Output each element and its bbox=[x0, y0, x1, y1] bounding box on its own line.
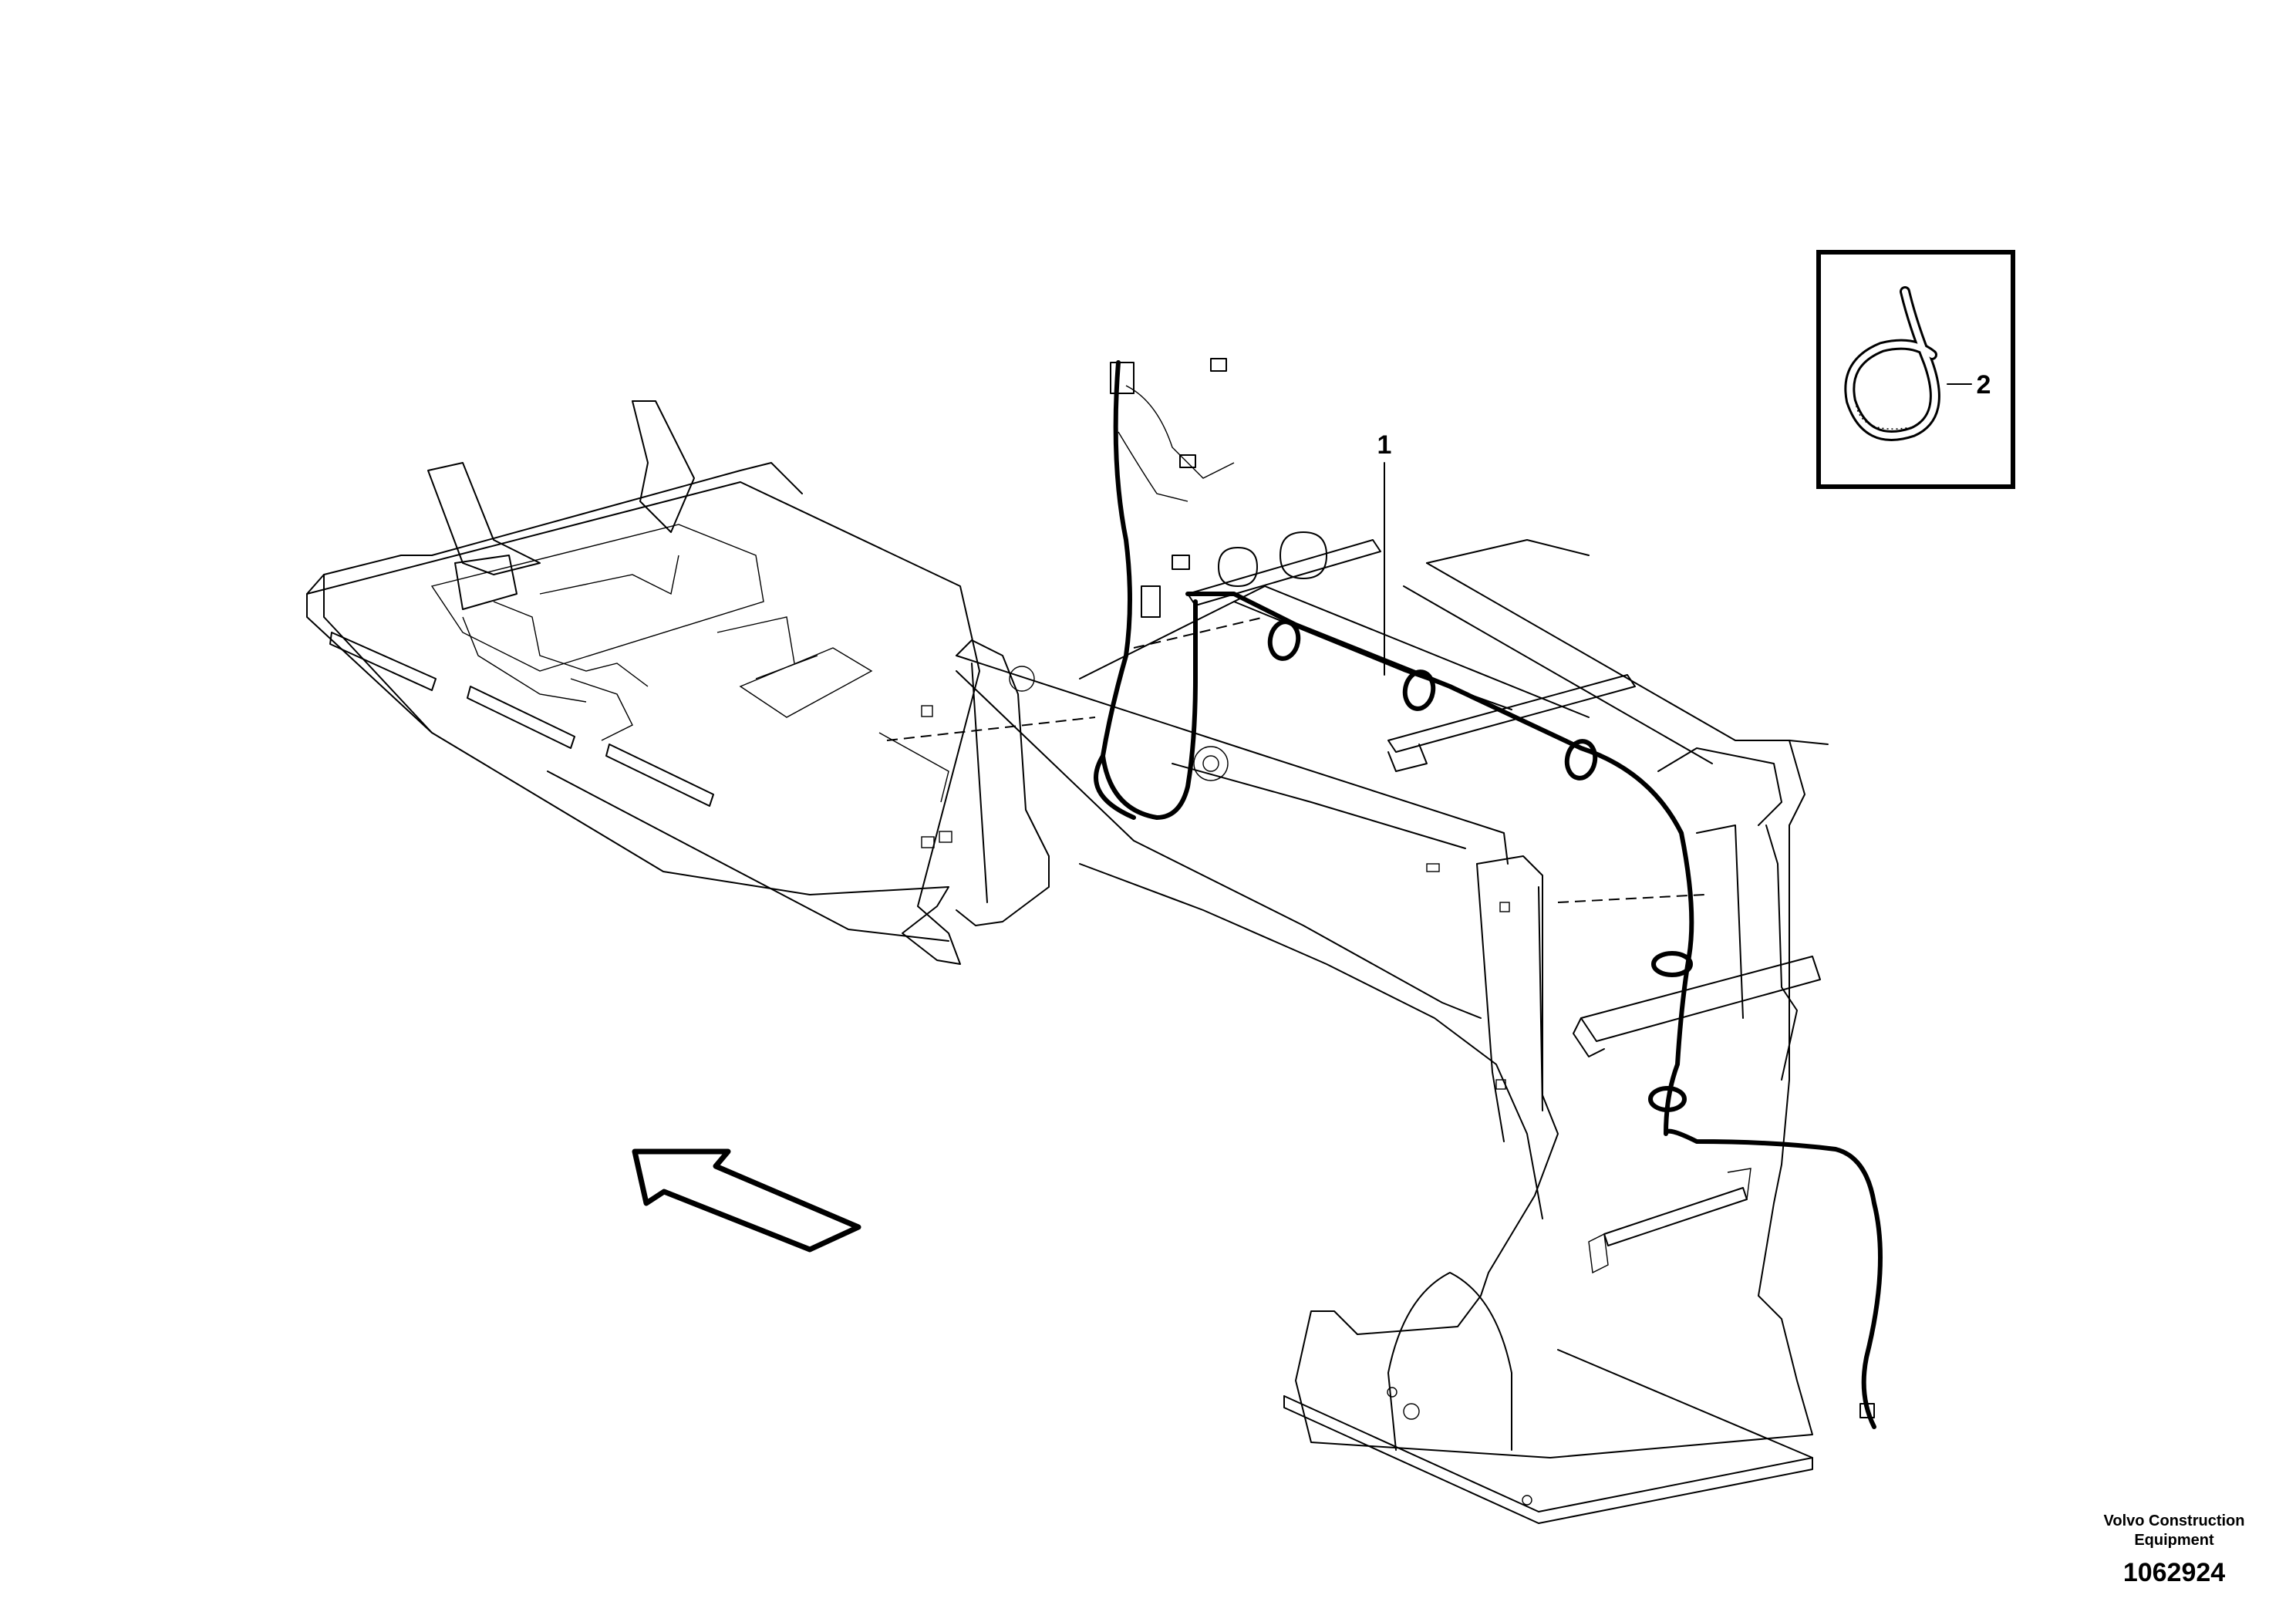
deck-slot bbox=[467, 686, 575, 749]
connector bbox=[1210, 358, 1227, 372]
cable-tie-loop bbox=[1564, 739, 1598, 781]
deck-slot bbox=[329, 632, 437, 691]
footer-block: Volvo Construction Equipment 1062924 bbox=[2104, 1512, 2245, 1587]
machine-frame bbox=[306, 400, 1829, 1524]
pedal bbox=[632, 400, 695, 533]
wiring-harness bbox=[1094, 358, 1883, 1429]
brand-line-1: Volvo Construction bbox=[2104, 1512, 2245, 1529]
callout-label-2: 2 bbox=[1977, 370, 1991, 400]
detail-inset-box: 2 bbox=[1816, 250, 2015, 489]
document-number: 1062924 bbox=[2123, 1558, 2225, 1587]
rail bbox=[1187, 539, 1381, 606]
pedal bbox=[427, 462, 541, 575]
connector bbox=[1172, 555, 1190, 570]
brand-line-2: Equipment bbox=[2134, 1532, 2214, 1549]
connector bbox=[1859, 1403, 1875, 1418]
rail bbox=[1387, 674, 1636, 753]
deck-slot bbox=[605, 744, 714, 807]
cable-tie-loop bbox=[1651, 951, 1693, 977]
callout-label-1: 1 bbox=[1377, 430, 1392, 460]
connector bbox=[1141, 585, 1161, 618]
forward-direction-arrow-icon bbox=[632, 1148, 861, 1253]
cable-tie-loop bbox=[1648, 1086, 1687, 1112]
cable-tie-loop bbox=[1267, 619, 1301, 661]
step-plate bbox=[1580, 956, 1821, 1042]
connector bbox=[1110, 362, 1135, 394]
cable-tie-icon bbox=[1844, 286, 1940, 441]
callout-part-1: 1 bbox=[1377, 430, 1392, 676]
cable-tie-loop bbox=[1402, 669, 1436, 711]
connector bbox=[1179, 454, 1196, 468]
